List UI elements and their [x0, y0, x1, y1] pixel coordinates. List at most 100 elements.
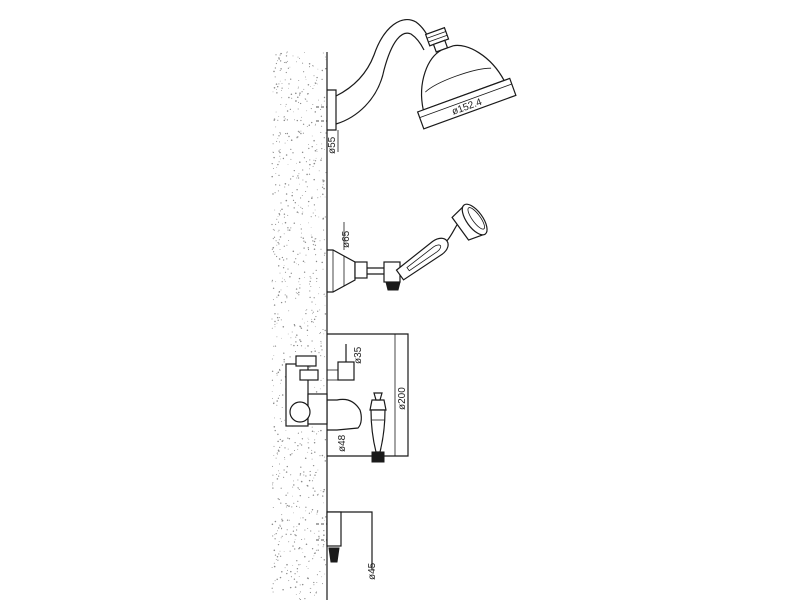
wall-speckle-dot: [309, 296, 311, 299]
handle-cap-dimension-label: ø35: [353, 346, 364, 364]
wall-speckle-dot: [273, 87, 276, 89]
wall-speckle-dot: [284, 133, 287, 135]
wall-speckle-dot: [290, 474, 292, 476]
wall-speckle-dot: [307, 320, 309, 322]
wall-speckle-dot: [284, 221, 287, 224]
wall-speckle-dot: [319, 333, 321, 335]
wall-speckle-dot: [277, 371, 280, 374]
wall-speckle-dot: [292, 486, 294, 488]
wall-speckle-dot: [305, 506, 307, 508]
wall-speckle-dot: [273, 401, 275, 403]
wall-speckle-dot: [319, 570, 321, 573]
wall-speckle-dot: [276, 92, 278, 94]
wall-speckle-dot: [324, 148, 326, 150]
wall-speckle-dot: [316, 582, 318, 584]
wall-speckle-dot: [301, 195, 303, 197]
wall-speckle-dot: [287, 492, 289, 494]
wall-speckle-dot: [290, 533, 292, 536]
wall-speckle-dot: [306, 577, 309, 579]
wall-speckle-dot: [313, 584, 315, 586]
wall-speckle-dot: [284, 79, 286, 81]
wall-speckle-dot: [305, 310, 307, 311]
wall-speckle-dot: [278, 229, 280, 231]
wall-speckle-dot: [323, 385, 325, 387]
wall-speckle-dot: [303, 322, 305, 324]
wall-speckle-dot: [315, 592, 317, 594]
wall-speckle-dot: [316, 151, 318, 152]
wall-speckle-dot: [297, 56, 299, 58]
wall-speckle-dot: [280, 133, 282, 135]
wall-speckle-dot: [300, 327, 303, 329]
wall-speckle-dot: [282, 439, 284, 441]
wall-speckle-dot: [319, 455, 321, 457]
wall-speckle-dot: [323, 456, 325, 458]
wall-speckle-dot: [297, 204, 299, 206]
wall-speckle-dot: [307, 205, 309, 207]
wall-speckle-dot: [313, 204, 316, 206]
wall-speckle-dot: [317, 549, 319, 551]
wall-speckle-dot: [318, 530, 320, 532]
wall-speckle-dot: [324, 196, 326, 198]
wall-speckle-dot: [277, 138, 279, 140]
wall-speckle-dot: [323, 541, 325, 543]
wall-speckle-dot: [308, 124, 311, 126]
wall-speckle-dot: [314, 160, 317, 162]
wall-speckle-dot: [280, 52, 282, 55]
wall-speckle-dot: [280, 104, 282, 105]
wall-speckle-dot: [313, 85, 315, 87]
wall-speckle-dot: [296, 581, 298, 583]
wall-speckle-dot: [276, 85, 279, 88]
wall-speckle-dot: [277, 231, 279, 233]
wall-speckle-dot: [309, 366, 311, 368]
wall-speckle-dot: [283, 361, 285, 363]
wall-speckle-dot: [283, 216, 285, 218]
wall-speckle-dot: [286, 465, 288, 468]
wall-speckle-dot: [323, 100, 325, 102]
wall-speckle-dot: [284, 294, 286, 296]
wall-speckle-dot: [323, 180, 325, 182]
wall-speckle-dot: [286, 504, 288, 507]
wall-speckle-dot: [280, 445, 282, 446]
wall-speckle-dot: [286, 51, 288, 53]
wall-speckle-dot: [314, 474, 316, 476]
wall-speckle-dot: [310, 234, 312, 236]
wall-speckle-dot: [281, 82, 283, 84]
wall-speckle-dot: [277, 313, 279, 315]
wall-speckle-dot: [318, 293, 320, 295]
wall-speckle-dot: [279, 141, 280, 143]
wall-speckle-dot: [320, 340, 322, 342]
wall-speckle-dot: [325, 516, 327, 518]
wall-speckle-dot: [273, 229, 275, 231]
wall-speckle-dot: [315, 303, 317, 305]
wall-speckle-dot: [289, 550, 291, 552]
wall-speckle-dot: [306, 126, 308, 127]
wall-speckle-dot: [281, 535, 283, 537]
wall-speckle-dot: [299, 473, 302, 475]
wall-speckle-dot: [319, 287, 320, 288]
wall-speckle-dot: [281, 281, 283, 283]
wall-speckle-dot: [318, 216, 320, 218]
wall-speckle-dot: [276, 336, 278, 338]
wall-speckle-dot: [275, 223, 277, 225]
wall-speckle-dot: [316, 433, 318, 435]
wall-speckle-dot: [277, 216, 279, 217]
wall-speckle-dot: [323, 559, 326, 561]
wall-speckle-dot: [321, 147, 323, 150]
wall-speckle-dot: [295, 292, 297, 294]
wall-speckle-dot: [319, 240, 321, 242]
wall-speckle-dot: [282, 588, 284, 591]
wall-speckle-dot: [274, 253, 276, 255]
wall-speckle-dot: [322, 181, 324, 183]
wall-speckle-dot: [282, 326, 285, 328]
wall-speckle-dot: [302, 123, 305, 125]
wall-speckle-dot: [279, 155, 281, 157]
wall-speckle-dot: [289, 454, 292, 456]
wall-speckle-dot: [324, 329, 326, 332]
wall-speckle-dot: [276, 89, 277, 90]
mixer-valve: ø200 ø35 ø48: [285, 333, 409, 463]
wall-speckle-dot: [325, 59, 327, 61]
wall-speckle-dot: [320, 429, 322, 432]
wall-speckle-dot: [285, 55, 288, 57]
wall-speckle-dot: [313, 178, 315, 181]
wall-speckle-dot: [307, 345, 309, 347]
